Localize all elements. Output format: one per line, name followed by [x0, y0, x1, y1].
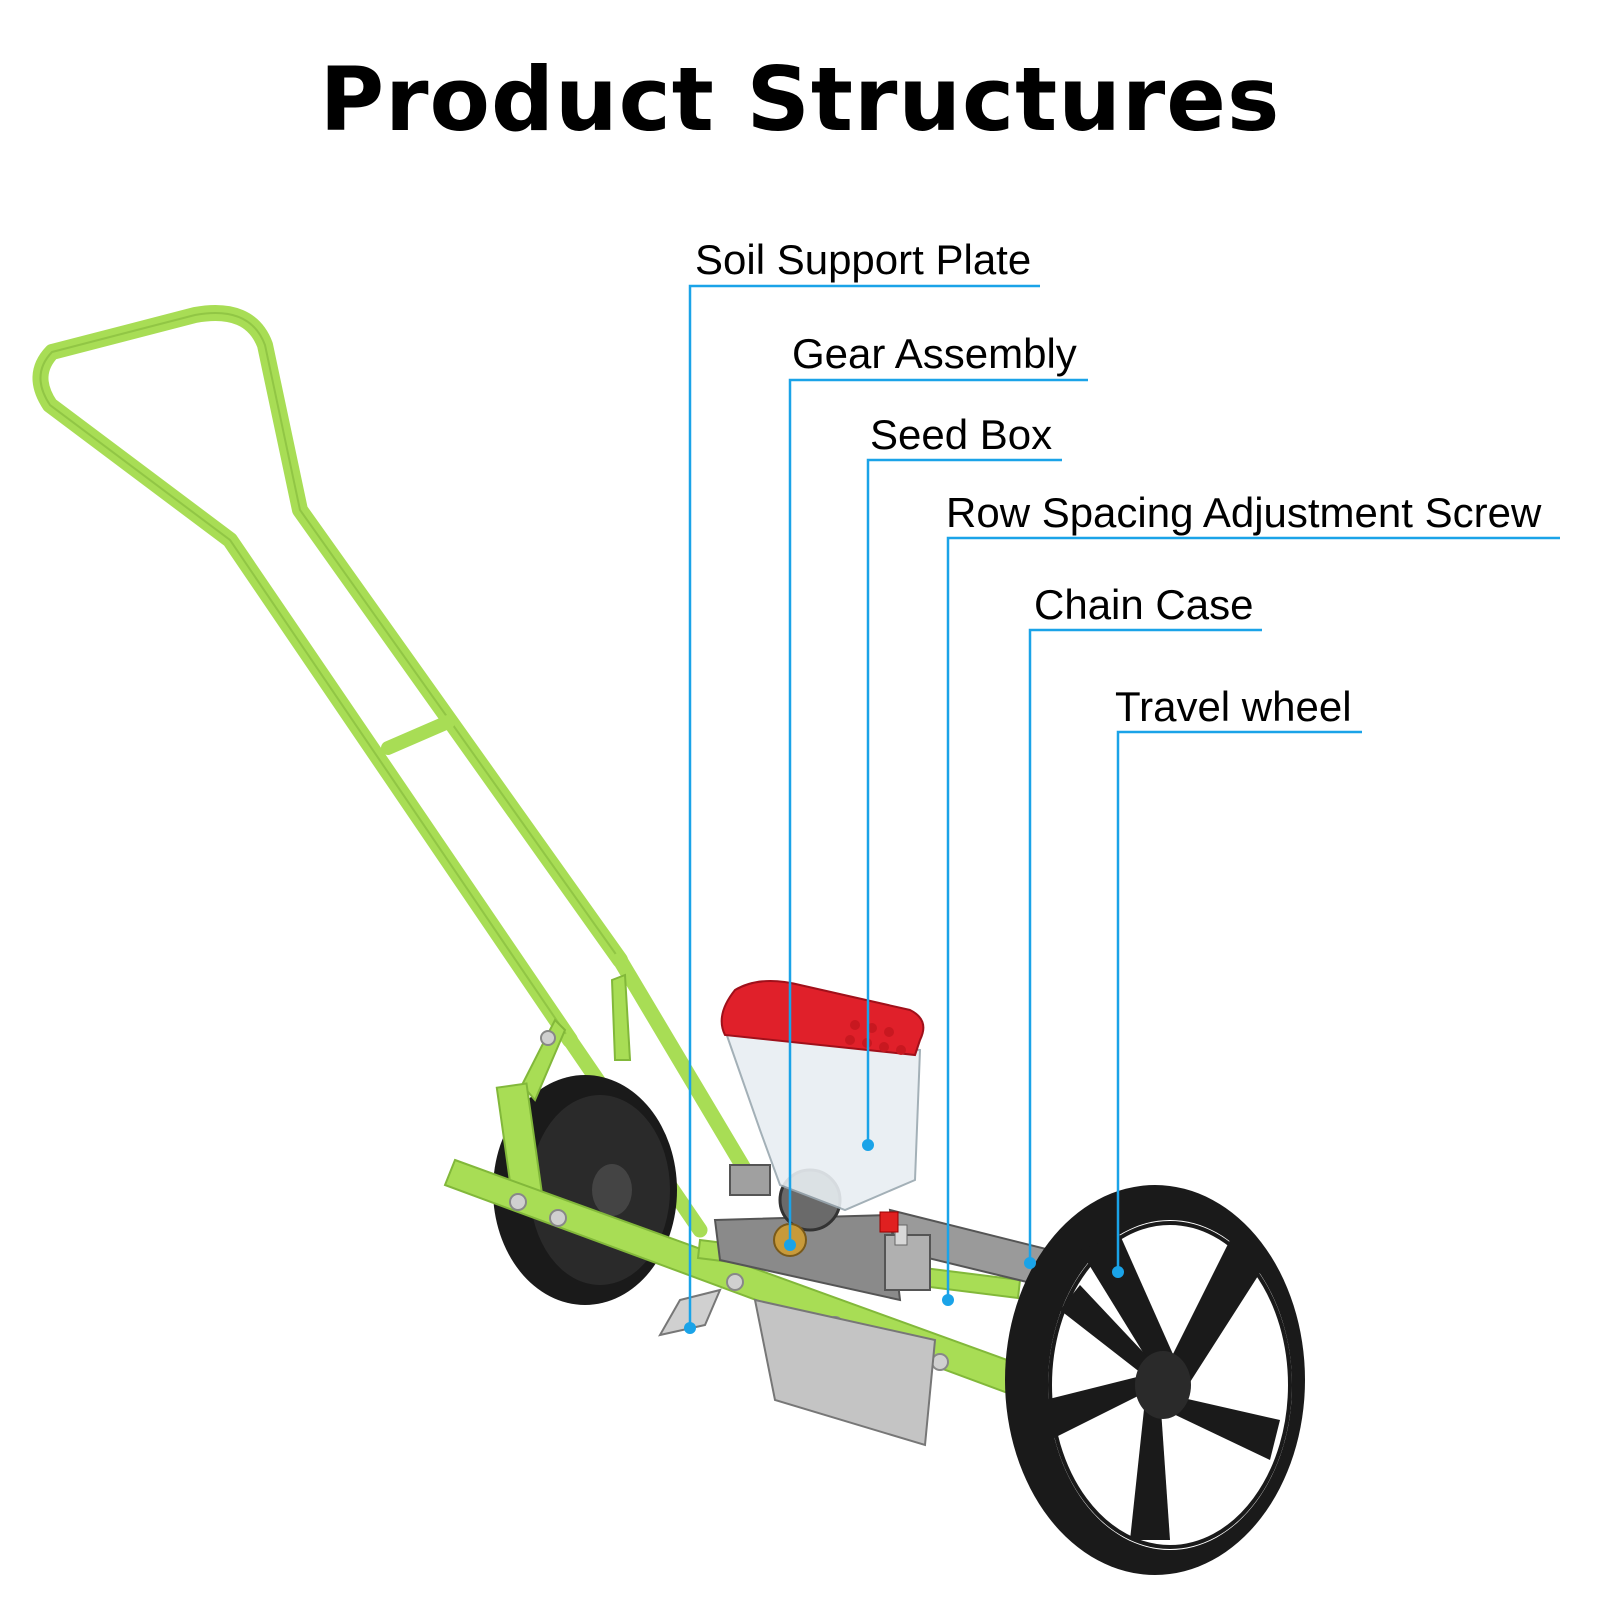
leader-gear-assembly: [788, 378, 1088, 1245]
leader-chain-case: [1028, 628, 1262, 1263]
page-title: Product Structures: [319, 48, 1281, 151]
leader-dot-row-spacing-adjustment-screw: [942, 1294, 954, 1306]
seeder-illustration: [32, 305, 1305, 1575]
callout-leaders: [684, 284, 1560, 1334]
label-chain-case: Chain Case: [1034, 581, 1253, 628]
soil-support-plate-part: [753, 1298, 937, 1447]
callout-labels: Soil Support Plate Gear Assembly Seed Bo…: [695, 236, 1542, 730]
leader-seed-box: [866, 458, 1062, 1145]
handle-loop: [32, 305, 628, 1048]
leader-row-spacing-adjustment-screw: [946, 536, 1560, 1300]
row-spacing-screw-part: [879, 1211, 931, 1291]
label-row-spacing-adjustment-screw: Row Spacing Adjustment Screw: [946, 489, 1542, 536]
leader-dot-soil-support-plate: [684, 1322, 696, 1334]
leader-dot-gear-assembly: [784, 1239, 796, 1251]
label-gear-assembly: Gear Assembly: [792, 330, 1077, 377]
travel-wheel-part: [1005, 1185, 1305, 1575]
seed-box-part: [720, 980, 925, 1212]
label-travel-wheel: Travel wheel: [1115, 683, 1352, 730]
label-seed-box: Seed Box: [870, 411, 1052, 458]
leader-dot-travel-wheel: [1112, 1266, 1124, 1278]
leader-dot-seed-box: [862, 1139, 874, 1151]
leader-travel-wheel: [1116, 730, 1362, 1272]
leader-soil-support-plate: [688, 284, 1040, 1328]
label-soil-support-plate: Soil Support Plate: [695, 236, 1031, 283]
handle-crossbar: [381, 715, 455, 755]
leader-dot-chain-case: [1024, 1257, 1036, 1269]
